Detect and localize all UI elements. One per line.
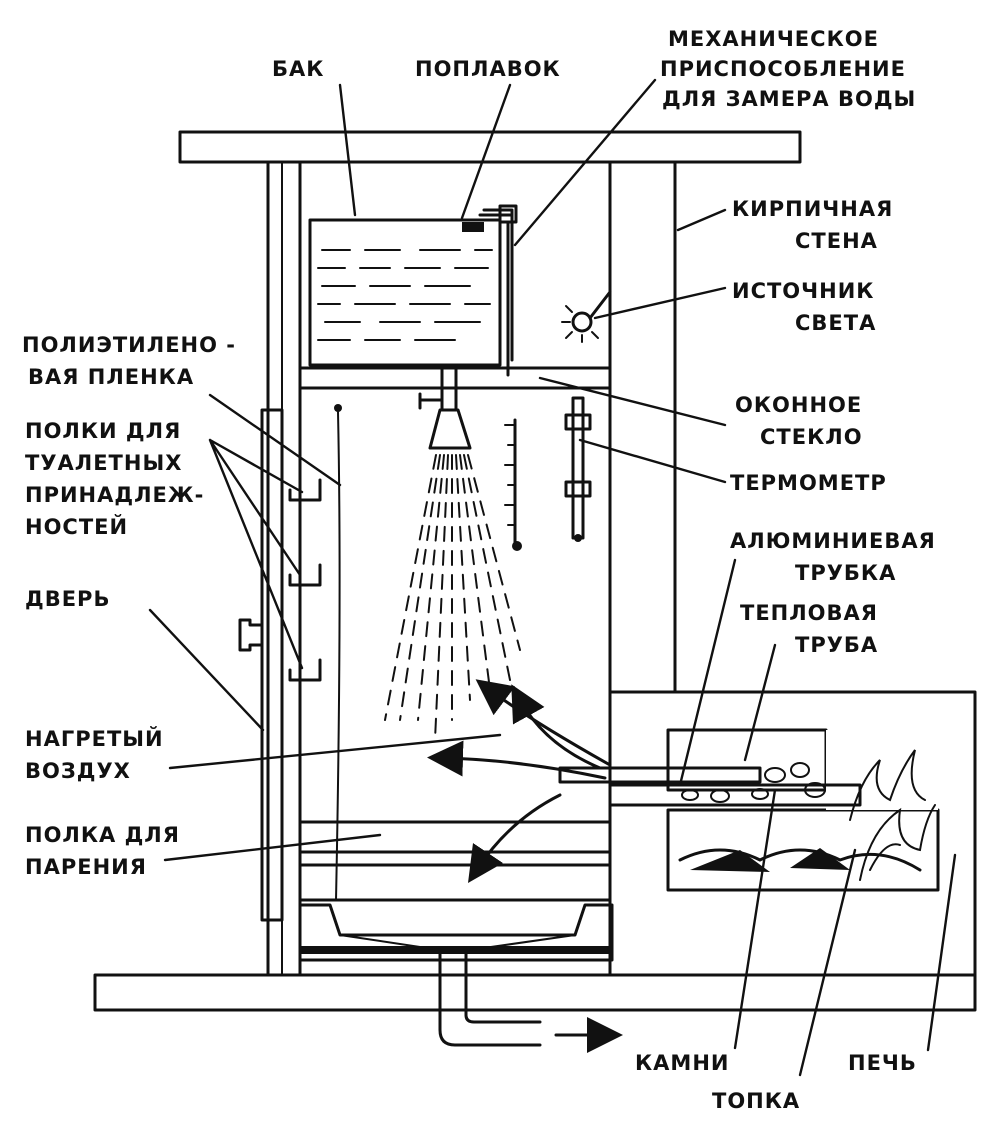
leader-air: [168, 733, 502, 770]
leader-thermometer: [578, 438, 727, 484]
label-steam-1: ПОЛКА ДЛЯ: [25, 823, 180, 847]
label-mech-3: ДЛЯ ЗАМЕРА ВОДЫ: [662, 87, 916, 111]
leader-shelves: [208, 438, 304, 670]
label-film-2: ВАЯ ПЛЕНКА: [28, 365, 194, 389]
label-door: ДВЕРЬ: [25, 587, 110, 611]
leader-alu: [678, 558, 737, 787]
brick-wall: [608, 160, 677, 694]
ceiling-board: [178, 130, 802, 164]
label-shelves-2: ТУАЛЕТНЫХ: [25, 451, 182, 475]
label-float: ПОПЛАВОК: [415, 57, 561, 81]
label-light-1: ИСТОЧНИК: [732, 279, 874, 303]
label-steam-2: ПАРЕНИЯ: [25, 855, 147, 879]
label-brick-1: КИРПИЧНАЯ: [732, 197, 893, 221]
stones: [681, 762, 826, 803]
floor-board: [93, 973, 977, 1012]
leader-heat: [743, 643, 777, 762]
label-tank: БАК: [272, 57, 324, 81]
label-shelves-4: НОСТЕЙ: [25, 514, 128, 539]
light-source: [561, 290, 612, 343]
drain-pan: [298, 903, 614, 962]
drain-pipe: [438, 948, 542, 1047]
label-mech-1: МЕХАНИЧЕСКОЕ: [668, 27, 879, 51]
leader-mech: [513, 78, 657, 247]
leader-firebox: [798, 848, 857, 1077]
water-tank: [308, 218, 502, 367]
labels: БАК ПОПЛАВОК МЕХАНИЧЕСКОЕ ПРИСПОСОБЛЕНИЕ…: [22, 27, 936, 1113]
label-alu-2: ТРУБКА: [795, 561, 896, 585]
leader-lines: [148, 78, 957, 1077]
label-firebox: ТОПКА: [712, 1089, 800, 1113]
wall-gauge: [504, 418, 522, 551]
label-heat-1: ТЕПЛОВАЯ: [740, 601, 878, 625]
label-shelves-1: ПОЛКИ ДЛЯ: [25, 419, 181, 443]
leader-window: [538, 376, 727, 427]
label-film-1: ПОЛИЭТИЛЕНО -: [22, 333, 236, 357]
door-handle: [238, 618, 264, 652]
hot-air-arrows: [427, 679, 612, 883]
float-mechanism: [462, 204, 518, 377]
thermometer: [564, 396, 592, 542]
label-thermometer: ТЕРМОМЕТР: [730, 471, 887, 495]
label-light-2: СВЕТА: [795, 311, 876, 335]
steam-shelf: [298, 820, 612, 902]
label-air-1: НАГРЕТЫЙ: [25, 726, 164, 751]
label-brick-2: СТЕНА: [795, 229, 878, 253]
label-alu-1: АЛЮМИНИЕВАЯ: [730, 529, 936, 553]
water-spray: [384, 454, 521, 741]
label-window-2: СТЕКЛО: [760, 425, 863, 449]
aluminium-tube: [558, 766, 762, 784]
firewood: [678, 848, 922, 872]
leader-brick: [676, 208, 727, 232]
leader-stones: [733, 788, 777, 1050]
label-window-1: ОКОННОЕ: [735, 393, 862, 417]
leader-light: [593, 286, 727, 320]
label-shelves-3: ПРИНАДЛЕЖ-: [25, 483, 204, 507]
leader-steam: [163, 833, 382, 862]
leader-film: [208, 393, 342, 487]
label-stones: КАМНИ: [635, 1051, 729, 1075]
leader-tank: [338, 83, 357, 217]
shower-head: [418, 363, 472, 450]
heat-pipe: [608, 783, 862, 807]
flames: [849, 749, 936, 881]
label-heat-2: ТРУБА: [795, 633, 878, 657]
leader-float: [460, 83, 512, 220]
label-air-2: ВОЗДУХ: [25, 759, 131, 783]
leader-stove: [926, 853, 957, 1052]
stove: [608, 690, 977, 977]
polyethylene-film: [334, 404, 342, 901]
leader-door: [148, 608, 265, 732]
label-stove: ПЕЧЬ: [848, 1051, 917, 1075]
label-mech-2: ПРИСПОСОБЛЕНИЕ: [660, 57, 906, 81]
